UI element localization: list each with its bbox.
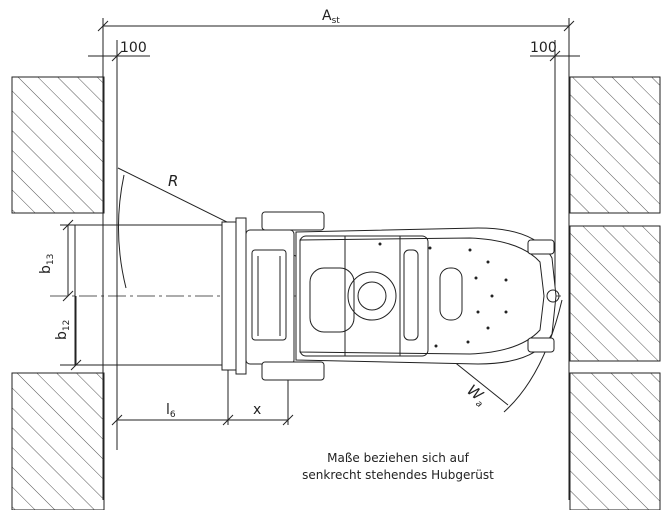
- clearance-marks: [88, 40, 580, 450]
- note-line-2: senkrecht stehendes Hubgerüst: [302, 468, 494, 482]
- width-dimensions: [62, 219, 82, 371]
- rack-top-right: [569, 76, 661, 214]
- clearance-left-label: 100: [120, 40, 147, 56]
- pallet-outline: [60, 224, 235, 366]
- fork-length-label: l6: [166, 402, 176, 420]
- b12-label: b12: [54, 320, 72, 340]
- rack-blocks: [11, 76, 661, 510]
- rack-bottom-left: [11, 372, 105, 510]
- rack-top-left: [11, 76, 105, 214]
- rack-bottom-right: [569, 372, 661, 510]
- chassis-dots: [378, 242, 508, 348]
- load-distance-label: x: [253, 402, 261, 418]
- note-line-1: Maße beziehen sich auf: [327, 451, 469, 465]
- clearance-right-label: 100: [530, 40, 557, 56]
- aisle-width-dimension: [97, 18, 575, 500]
- turning-radius-label: R: [168, 172, 178, 190]
- b13-label: b13: [38, 254, 56, 274]
- forklift-truck: [221, 211, 560, 381]
- rack-mid-right: [569, 225, 661, 362]
- wheel-radius-label: Wa: [462, 381, 491, 410]
- aisle-width-label: Ast: [322, 8, 340, 26]
